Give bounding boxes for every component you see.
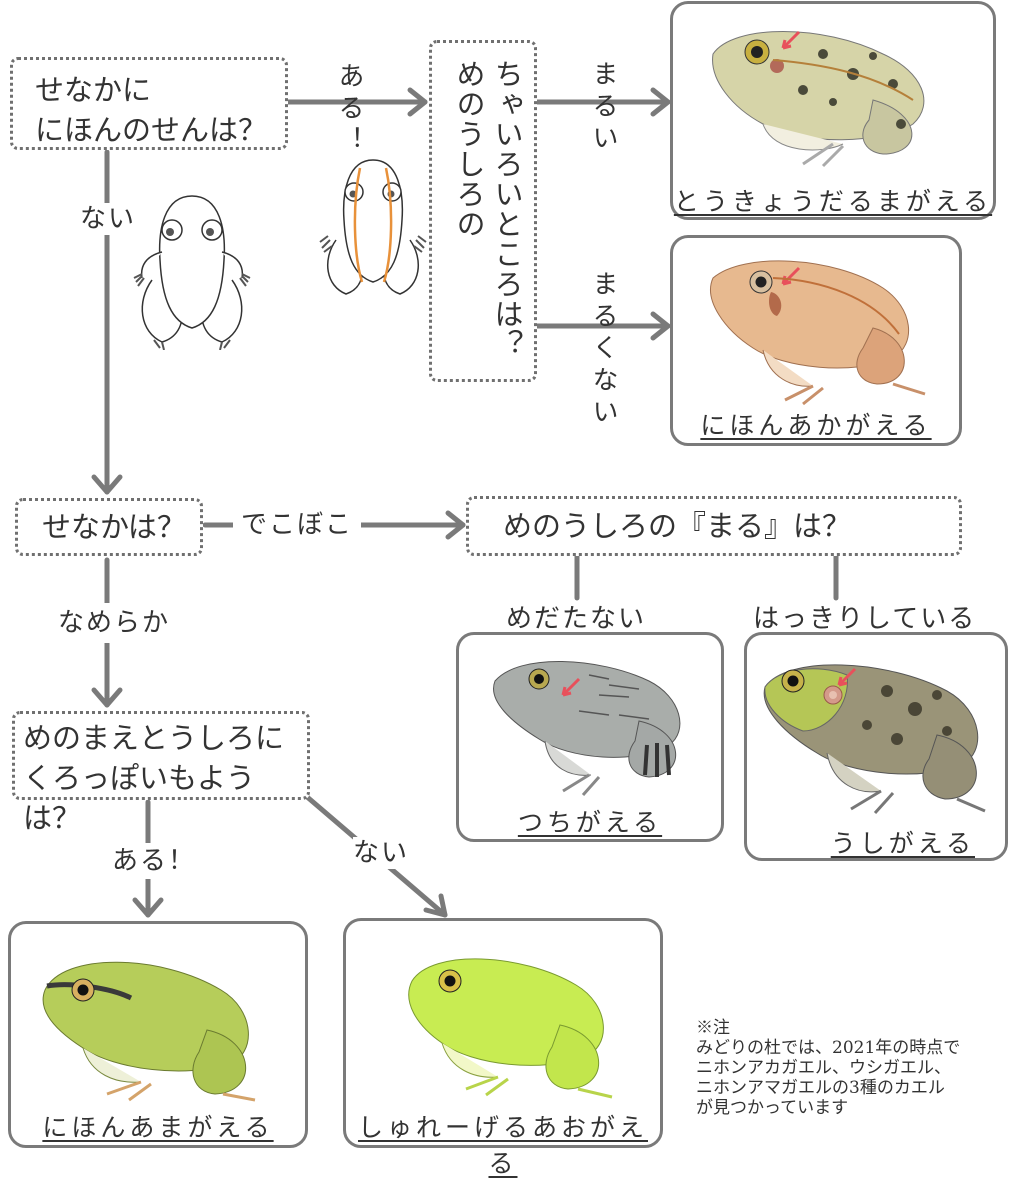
label-hakkiri: はっきりしている [753,603,977,635]
question-brown-patch-text: ちゃいろいところは？めのうしろの [452,59,524,359]
question-eye-markings-line1: めのまえとうしろに [23,721,285,755]
question-back-stripes: せなかに にほんのせんは？ [10,57,288,150]
footnote-line1: ※注 [696,1018,730,1038]
frog-ushi-gaeru-illustration [763,664,986,815]
question-eye-markings-line2: くろっぽいもようは？ [23,761,256,835]
card-nihon-ama-gaeru: にほんあまがえる [8,921,308,1148]
label-dekoboko: でこぼこ [233,509,362,541]
question-brown-patch: ちゃいろいところは？めのうしろの [429,40,537,382]
frog-top-view-striped [319,159,427,295]
footnote-line3: ニホンアカガエル、ウシガエル、 [696,1058,951,1078]
card-tsuchi-gaeru: つちがえる [456,632,724,842]
question-eardrum-text: めのうしろの『まる』は？ [503,509,852,543]
question-eye-markings: めのまえとうしろに くろっぽいもようは？ [12,711,310,835]
frog-nihon-aka-gaeru-illustration [710,260,926,406]
frog-nihon-ama-gaeru-illustration [42,961,256,1102]
question-eardrum: めのうしろの『まる』は？ [466,496,962,556]
card-name-schlegel-ao-gaeru: しゅれーげるあおがえる [357,1113,648,1178]
frog-tsuchi-gaeru-illustration [493,661,681,796]
card-name-tsuchi-gaeru: つちがえる [517,808,663,837]
footnote-line2: みどりの杜では、2021年の時点で [696,1038,961,1058]
card-nihon-aka-gaeru: にほんあかがえる [670,235,962,446]
question-back-stripes-line2: にほんのせんは？ [35,113,268,147]
card-tokyo-daruma-gaeru: とうきょうだるまがえる [670,1,996,220]
frog-top-view-plain [133,195,251,350]
question-back-stripes-line1: せなかに [35,73,152,107]
card-name-tokyo-daruma-gaeru: とうきょうだるまがえる [673,187,993,216]
label-marukunai: まるくない [588,270,618,430]
label-nameraka: なめらか [58,603,171,643]
card-ushi-gaeru: うしがえる [744,632,1008,861]
footnote: ※注 みどりの杜では、2021年の時点で ニホンアカガエル、ウシガエル、 ニホン… [696,1018,960,1118]
label-medatanai: めだたない [506,603,647,635]
label-nai-2: ない [353,837,410,869]
footnote-line4: ニホンアマガエルの3種のカエル [696,1078,945,1098]
question-back-texture: せなかは？ [15,498,203,556]
label-aru-1: ある！ [334,62,364,158]
card-name-nihon-aka-gaeru: にほんあかがえる [700,411,932,440]
footnote-line5: が見つかっています [696,1098,849,1118]
label-aru-2: ある！ [112,843,197,879]
label-marui: まるい [588,60,618,156]
card-name-ushi-gaeru: うしがえる [830,829,975,858]
question-back-texture-text: せなかは？ [42,510,186,544]
label-nai-1: ない [80,203,137,235]
frog-schlegel-ao-gaeru-illustration [408,958,613,1099]
frog-tokyo-daruma-gaeru-illustration [712,30,925,168]
card-schlegel-ao-gaeru: しゅれーげるあおがえる [343,918,663,1178]
card-name-nihon-ama-gaeru: にほんあまがえる [42,1113,274,1142]
